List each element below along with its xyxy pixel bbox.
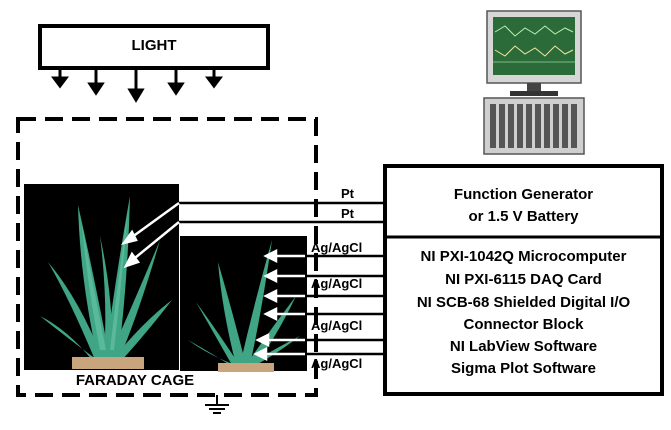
pt-wires xyxy=(179,201,385,224)
daq-line-1: NI PXI-1042Q Microcomputer xyxy=(420,248,627,265)
daq-line-3: NI SCB-68 Shielded Digital I/O xyxy=(416,294,631,311)
light-arrows xyxy=(51,68,223,103)
light-box xyxy=(38,24,270,70)
pt-electrode-arrows xyxy=(120,201,180,269)
instrument-box xyxy=(383,164,664,396)
daq-line-5: NI LabView Software xyxy=(449,338,598,355)
computer-icon xyxy=(483,10,585,155)
daq-line-4: Connector Block xyxy=(463,316,584,333)
function-generator-line-2: or 1.5 V Battery xyxy=(468,208,579,225)
daq-line-6: Sigma Plot Software xyxy=(450,360,597,377)
pt-electrode-label-1: Pt xyxy=(341,186,354,201)
faraday-cage-label: FARADAY CAGE xyxy=(75,372,195,389)
agagcl-electrode-label-4: Ag/AgCl xyxy=(311,356,363,371)
aloe-plant-photo-large xyxy=(24,184,179,370)
agagcl-electrode-label-1: Ag/AgCl xyxy=(311,240,363,255)
pt-electrode-label-2: Pt xyxy=(341,206,354,221)
ground-icon xyxy=(205,395,229,414)
daq-line-2: NI PXI-6115 DAQ Card xyxy=(445,271,602,288)
light-label: LIGHT xyxy=(131,37,177,54)
agagcl-electrode-arrows xyxy=(253,248,305,362)
agagcl-electrode-label-3: Ag/AgCl xyxy=(311,318,363,333)
function-generator-line-1: Function Generator xyxy=(453,186,594,203)
agagcl-electrode-label-2: Ag/AgCl xyxy=(311,276,363,291)
